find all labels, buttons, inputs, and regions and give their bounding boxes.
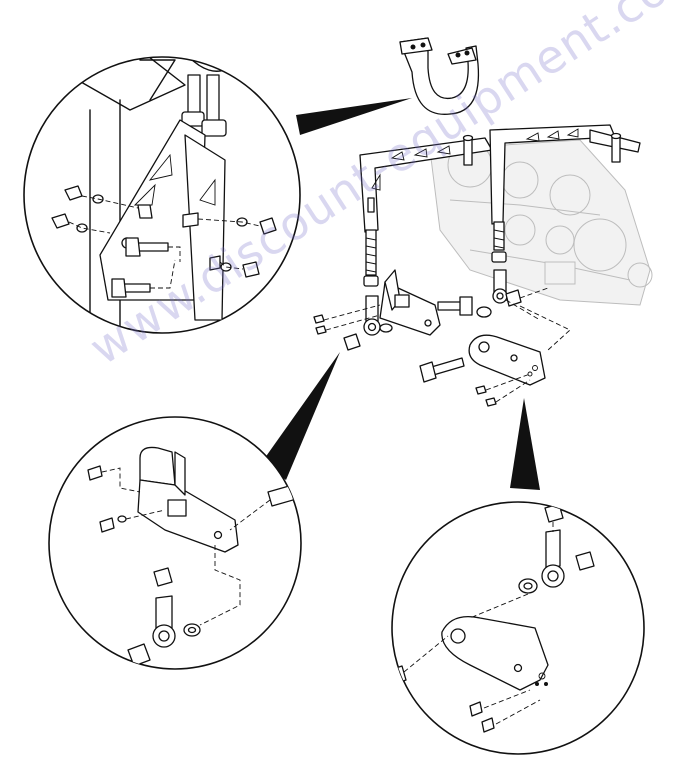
detail-view-pump-mount — [23, 56, 412, 334]
hex-bolt-icon — [392, 665, 407, 691]
u-bracket-clamp — [399, 37, 480, 115]
mounting-plate — [419, 287, 571, 407]
hex-bolt-icon — [125, 237, 169, 257]
bracket-plate — [313, 269, 473, 336]
detail-view-mounting-plate — [391, 501, 645, 755]
control-arm-left — [343, 134, 493, 351]
detail-view-bracket — [48, 416, 302, 670]
hydraulic-pump-assembly — [429, 139, 653, 306]
